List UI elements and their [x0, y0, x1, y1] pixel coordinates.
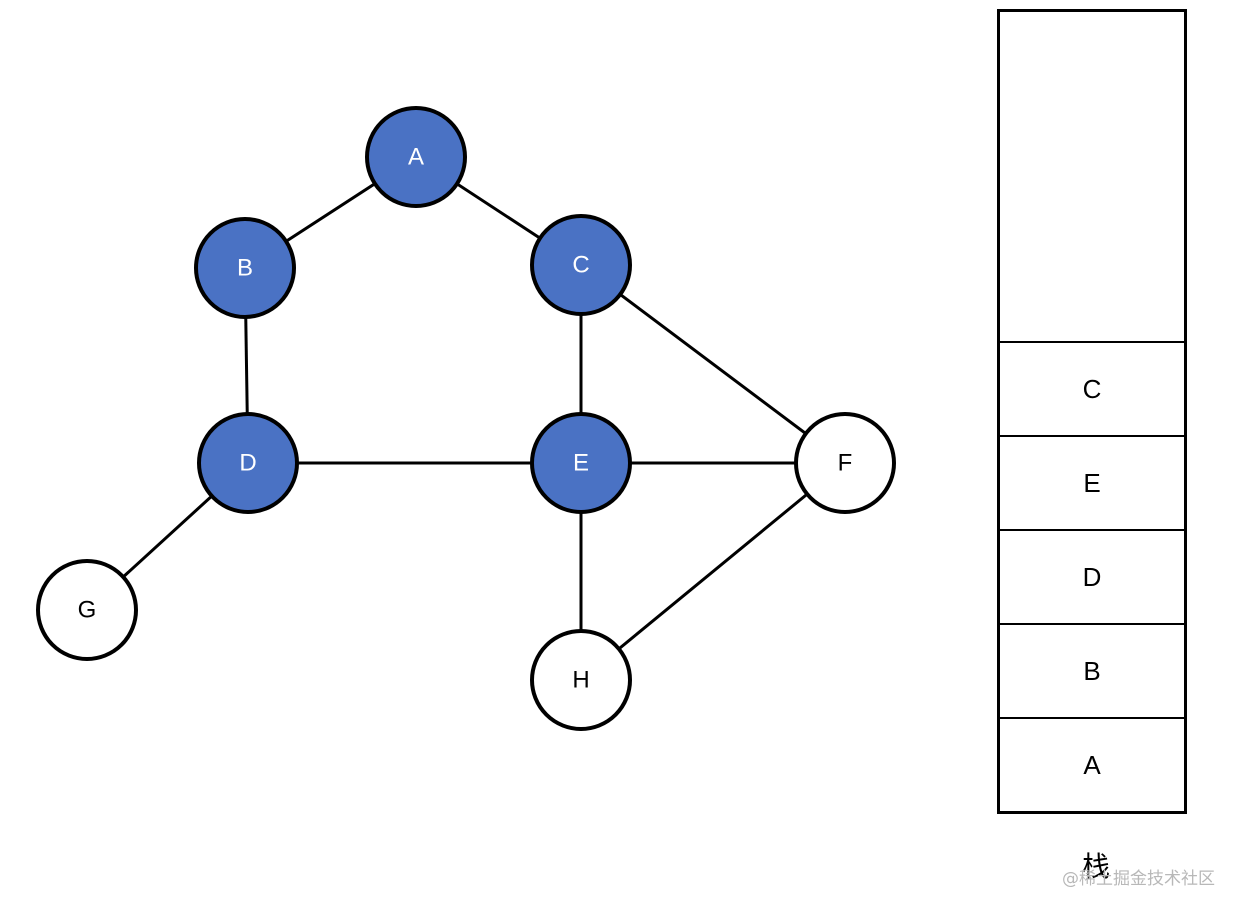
stack-empty-area: [1000, 12, 1184, 344]
node-label: F: [838, 450, 853, 477]
stack-caption: 栈: [1081, 850, 1110, 883]
stack-slot-c: C: [1000, 341, 1184, 435]
node-circle: [197, 412, 299, 514]
graph-nodes: A B C D E F G H: [36, 106, 896, 731]
stack-slot-a: A: [1000, 717, 1184, 811]
stack-slot-e: E: [1000, 435, 1184, 529]
node-label: B: [237, 255, 253, 282]
stack-slot-b: B: [1000, 623, 1184, 717]
node-circle: [365, 106, 467, 208]
node-circle: [530, 214, 632, 316]
node-b: B: [194, 217, 296, 319]
node-d: D: [197, 412, 299, 514]
edge-c-f: [580, 263, 846, 465]
node-g: G: [36, 559, 138, 661]
graph-diagram: A B C D E F G H: [36, 106, 896, 731]
node-c: C: [530, 214, 632, 316]
node-e: E: [530, 412, 632, 514]
node-label: D: [239, 450, 256, 477]
node-circle: [530, 412, 632, 514]
edge-f-h: [580, 461, 846, 682]
node-circle: [36, 559, 138, 661]
node-label: C: [572, 252, 589, 279]
node-circle: [194, 217, 296, 319]
node-h: H: [530, 629, 632, 731]
node-circle: [530, 629, 632, 731]
stack-slot-d: D: [1000, 529, 1184, 623]
graph-edges: [85, 155, 846, 682]
node-f: F: [794, 412, 896, 514]
node-label: A: [408, 144, 424, 171]
watermark: @稀土掘金技术社区: [1062, 869, 1215, 889]
node-a: A: [365, 106, 467, 208]
node-circle: [794, 412, 896, 514]
node-label: E: [573, 450, 589, 477]
node-label: G: [78, 597, 97, 624]
node-label: H: [572, 667, 589, 694]
